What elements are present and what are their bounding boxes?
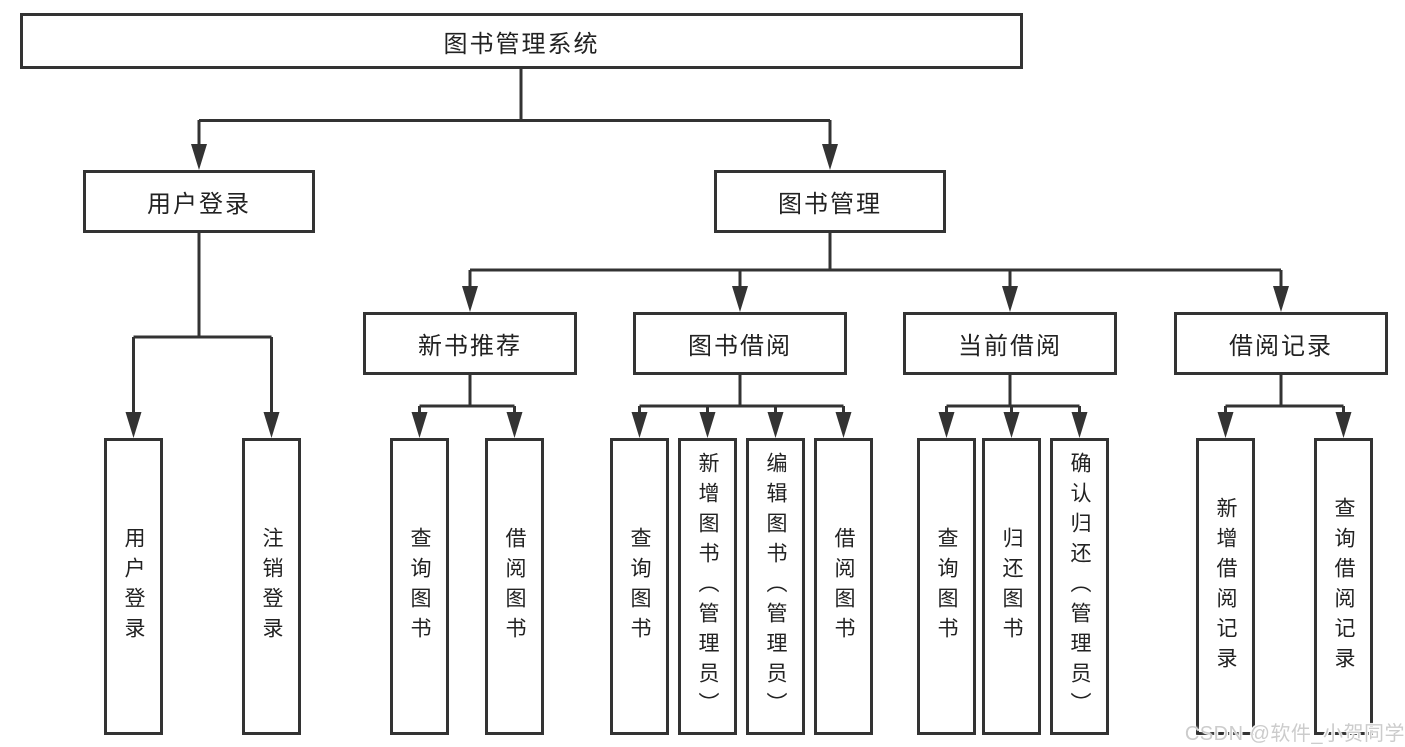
leaf-user-login: 用户登录 <box>104 438 163 735</box>
leaf-query-books-recommend: 查询图书 <box>390 438 449 735</box>
node-borrow-records: 借阅记录 <box>1174 312 1388 375</box>
watermark: CSDN @软件_小贺同学 <box>1184 723 1405 745</box>
node-new-book-recommend: 新书推荐 <box>363 312 577 375</box>
leaf-edit-book-admin: 编辑图书（管理员） <box>746 438 805 735</box>
node-book-management: 图书管理 <box>714 170 946 233</box>
leaf-add-borrow-record: 新增借阅记录 <box>1196 438 1255 735</box>
leaf-confirm-return-admin: 确认归还（管理员） <box>1050 438 1109 735</box>
node-user-login: 用户登录 <box>83 170 315 233</box>
leaf-logout: 注销登录 <box>242 438 301 735</box>
node-root: 图书管理系统 <box>20 13 1023 69</box>
leaf-add-book-admin: 新增图书（管理员） <box>678 438 737 735</box>
leaf-query-borrow-record: 查询借阅记录 <box>1314 438 1373 735</box>
leaf-query-books-borrow: 查询图书 <box>610 438 669 735</box>
leaf-borrow-books-recommend: 借阅图书 <box>485 438 544 735</box>
leaf-borrow-books: 借阅图书 <box>814 438 873 735</box>
leaf-query-books-current: 查询图书 <box>917 438 976 735</box>
node-current-borrow: 当前借阅 <box>903 312 1117 375</box>
arrowhead-icons <box>125 144 1352 438</box>
leaf-return-book: 归还图书 <box>982 438 1041 735</box>
node-book-borrow: 图书借阅 <box>633 312 847 375</box>
